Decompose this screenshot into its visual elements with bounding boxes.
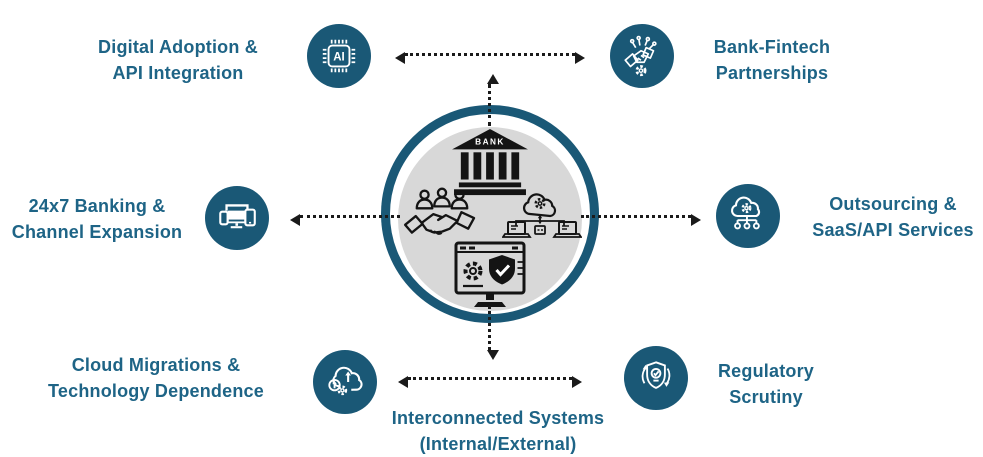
bank-sign-text: BANK bbox=[475, 138, 505, 147]
ai-chip-icon: AI bbox=[307, 24, 371, 88]
label-line-2: Scrutiny bbox=[729, 387, 803, 407]
label-line-2: API Integration bbox=[112, 63, 244, 83]
label-line-1: Digital Adoption & bbox=[98, 37, 258, 57]
secure-system-monitor-icon bbox=[454, 241, 526, 307]
cloud-gear-nodes-icon bbox=[716, 184, 780, 248]
label-digital-adoption: Digital Adoption & API Integration bbox=[98, 34, 258, 86]
arrow-up-vertical bbox=[486, 74, 499, 126]
label-interconnected-systems: Interconnected Systems (Internal/Externa… bbox=[392, 405, 604, 457]
label-line-2: SaaS/API Services bbox=[812, 220, 974, 240]
arrow-left-horizontal bbox=[290, 213, 400, 226]
label-line-2: Technology Dependence bbox=[48, 381, 264, 401]
arrow-down-vertical bbox=[486, 306, 499, 360]
label-line-2: Channel Expansion bbox=[11, 222, 183, 242]
fintech-handshake-icon bbox=[610, 24, 674, 88]
label-line-2: (Internal/External) bbox=[419, 434, 577, 454]
cloud-upload-gear-icon bbox=[313, 350, 377, 414]
arrowhead bbox=[486, 350, 499, 360]
label-regulatory-scrutiny: Regulatory Scrutiny bbox=[718, 358, 814, 410]
label-line-1: Cloud Migrations & bbox=[71, 355, 241, 375]
arrowhead bbox=[398, 375, 408, 388]
cloud-gear-network-icon bbox=[502, 193, 582, 238]
label-line-2: Partnerships bbox=[715, 63, 829, 83]
label-outsourcing: Outsourcing & SaaS/API Services bbox=[812, 191, 974, 243]
label-line-1: Interconnected Systems bbox=[391, 408, 605, 428]
ai-chip-text: AI bbox=[333, 52, 345, 64]
label-line-1: 24x7 Banking & bbox=[28, 196, 166, 216]
arrowhead bbox=[691, 213, 701, 226]
partnership-handshake-icon bbox=[403, 187, 476, 235]
arrowhead bbox=[290, 213, 300, 226]
label-line-1: Outsourcing & bbox=[829, 194, 957, 214]
label-24x7-banking: 24x7 Banking & Channel Expansion bbox=[12, 193, 182, 245]
label-bank-fintech: Bank-Fintech Partnerships bbox=[714, 34, 830, 86]
label-cloud-migrations: Cloud Migrations & Technology Dependence bbox=[48, 352, 264, 404]
arrow-top-horizontal bbox=[395, 51, 585, 64]
shield-check-cycle-icon bbox=[624, 346, 688, 410]
arrowhead bbox=[486, 74, 499, 84]
arrowhead bbox=[572, 375, 582, 388]
multi-device-icon bbox=[205, 186, 269, 250]
label-line-1: Regulatory bbox=[717, 361, 815, 381]
arrow-right-horizontal bbox=[581, 213, 701, 226]
arrowhead bbox=[575, 51, 585, 64]
arrow-bottom-horizontal bbox=[398, 375, 582, 388]
label-line-1: Bank-Fintech bbox=[713, 37, 831, 57]
arrowhead bbox=[395, 51, 405, 64]
bank-building-icon: BANK bbox=[452, 128, 528, 196]
